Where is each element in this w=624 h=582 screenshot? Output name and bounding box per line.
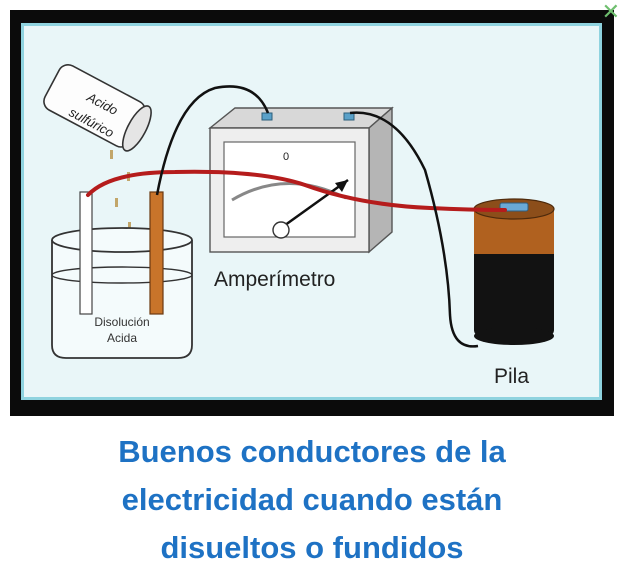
black-wire-right bbox=[349, 111, 479, 348]
acid-bottle bbox=[43, 63, 152, 152]
ammeter-terminal-right bbox=[343, 112, 355, 121]
acid-drops bbox=[110, 150, 131, 231]
acid-drop bbox=[128, 222, 131, 231]
battery-terminal bbox=[499, 202, 529, 212]
red-wire bbox=[86, 169, 507, 212]
caption-line2: electricidad cuando están bbox=[121, 482, 503, 517]
ammeter-top bbox=[208, 107, 394, 129]
caption-line3: disueltos o fundidos bbox=[160, 530, 464, 565]
ammeter-terminal-left bbox=[261, 112, 273, 121]
ammeter: 0 bbox=[208, 106, 394, 254]
battery bbox=[473, 198, 555, 345]
ammeter-needle bbox=[280, 178, 349, 230]
beaker-rim bbox=[51, 227, 193, 253]
ammeter-label: Amperímetro bbox=[214, 268, 335, 291]
conductivity-diagram: Acido sulfúrico Disolución Acida 0 Amper… bbox=[43, 63, 555, 388]
ammeter-needle-tip bbox=[335, 180, 348, 192]
black-wire-left bbox=[155, 85, 270, 196]
ammeter-pivot bbox=[272, 221, 290, 239]
ammeter-scale-zero: 0 bbox=[283, 151, 289, 163]
caption: Buenos conductores de la electricidad cu… bbox=[0, 428, 624, 572]
battery-bottom bbox=[474, 327, 554, 345]
battery-label: Pila bbox=[494, 365, 529, 388]
acid-bottle-mouth bbox=[121, 105, 152, 152]
beaker-label-line2: Acida bbox=[107, 331, 137, 345]
liquid-surface bbox=[51, 266, 193, 284]
close-icon[interactable]: ✕ bbox=[601, 0, 620, 25]
acid-drop bbox=[110, 150, 113, 159]
ammeter-side bbox=[368, 106, 393, 254]
acid-drop bbox=[115, 198, 118, 207]
zinc-electrode bbox=[79, 191, 93, 315]
beaker-label-line1: Disolución bbox=[94, 315, 149, 329]
copper-electrode bbox=[149, 191, 164, 315]
caption-line1: Buenos conductores de la bbox=[118, 434, 506, 469]
